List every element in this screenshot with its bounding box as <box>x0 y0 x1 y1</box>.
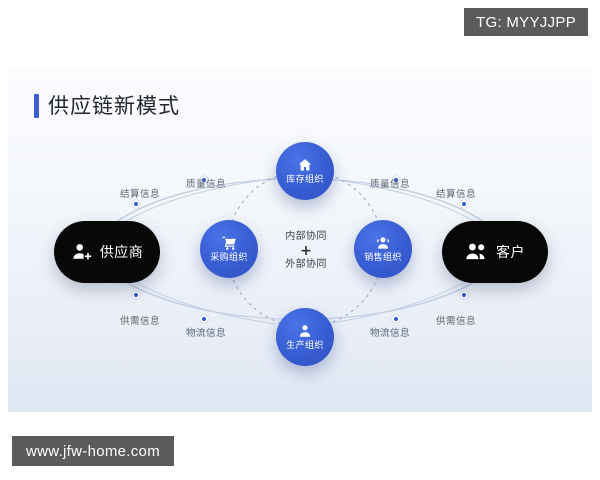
center-collaboration-text: 内部协同 + 外部协同 <box>266 231 346 271</box>
node-purchase-org-label: 采购组织 <box>210 253 248 263</box>
node-sales-org-label: 销售组织 <box>364 253 402 263</box>
watermark-bottom-left: www.jfw-home.com <box>12 436 174 466</box>
flow-label-right-demand: 供需信息 <box>436 316 477 327</box>
node-sales-org[interactable]: 销售组织 <box>354 220 412 278</box>
node-customer-label: 客户 <box>496 245 525 261</box>
flow-label-left-demand: 供需信息 <box>120 316 161 327</box>
home-icon <box>297 157 313 173</box>
cart-icon <box>221 235 238 251</box>
center-line-internal: 内部协同 <box>285 231 327 242</box>
users-icon <box>465 241 489 263</box>
node-supplier-label: 供应商 <box>99 245 144 261</box>
title-accent-bar <box>34 94 39 118</box>
watermark-top-right: TG: MYYJJPP <box>464 8 588 36</box>
user-plus-icon <box>71 241 93 263</box>
center-plus-symbol: + <box>300 242 312 259</box>
node-supplier[interactable]: 供应商 <box>54 221 160 283</box>
page-title: 供应链新模式 <box>34 94 180 118</box>
flow-label-left-settlement: 结算信息 <box>120 189 161 200</box>
node-inventory-org[interactable]: 库存组织 <box>276 142 334 200</box>
node-inventory-org-label: 库存组织 <box>286 175 324 185</box>
flow-label-left-logistics: 物流信息 <box>186 328 227 339</box>
flow-label-right-settlement: 结算信息 <box>436 189 477 200</box>
flow-label-left-quality: 质量信息 <box>186 179 227 190</box>
agent-icon <box>375 235 391 251</box>
node-production-org[interactable]: 生产组织 <box>276 308 334 366</box>
arc-node-dots <box>131 175 469 324</box>
flow-label-right-logistics: 物流信息 <box>370 328 411 339</box>
flow-label-right-quality: 质量信息 <box>370 179 411 190</box>
slide-card: 供应链新模式 <box>8 68 592 412</box>
node-purchase-org[interactable]: 采购组织 <box>200 220 258 278</box>
worker-icon <box>297 323 313 339</box>
node-production-org-label: 生产组织 <box>286 341 324 351</box>
arc-top-left-inner <box>111 177 277 231</box>
page-title-text: 供应链新模式 <box>48 93 180 118</box>
center-line-external: 外部协同 <box>285 258 327 270</box>
node-customer[interactable]: 客户 <box>442 221 548 283</box>
